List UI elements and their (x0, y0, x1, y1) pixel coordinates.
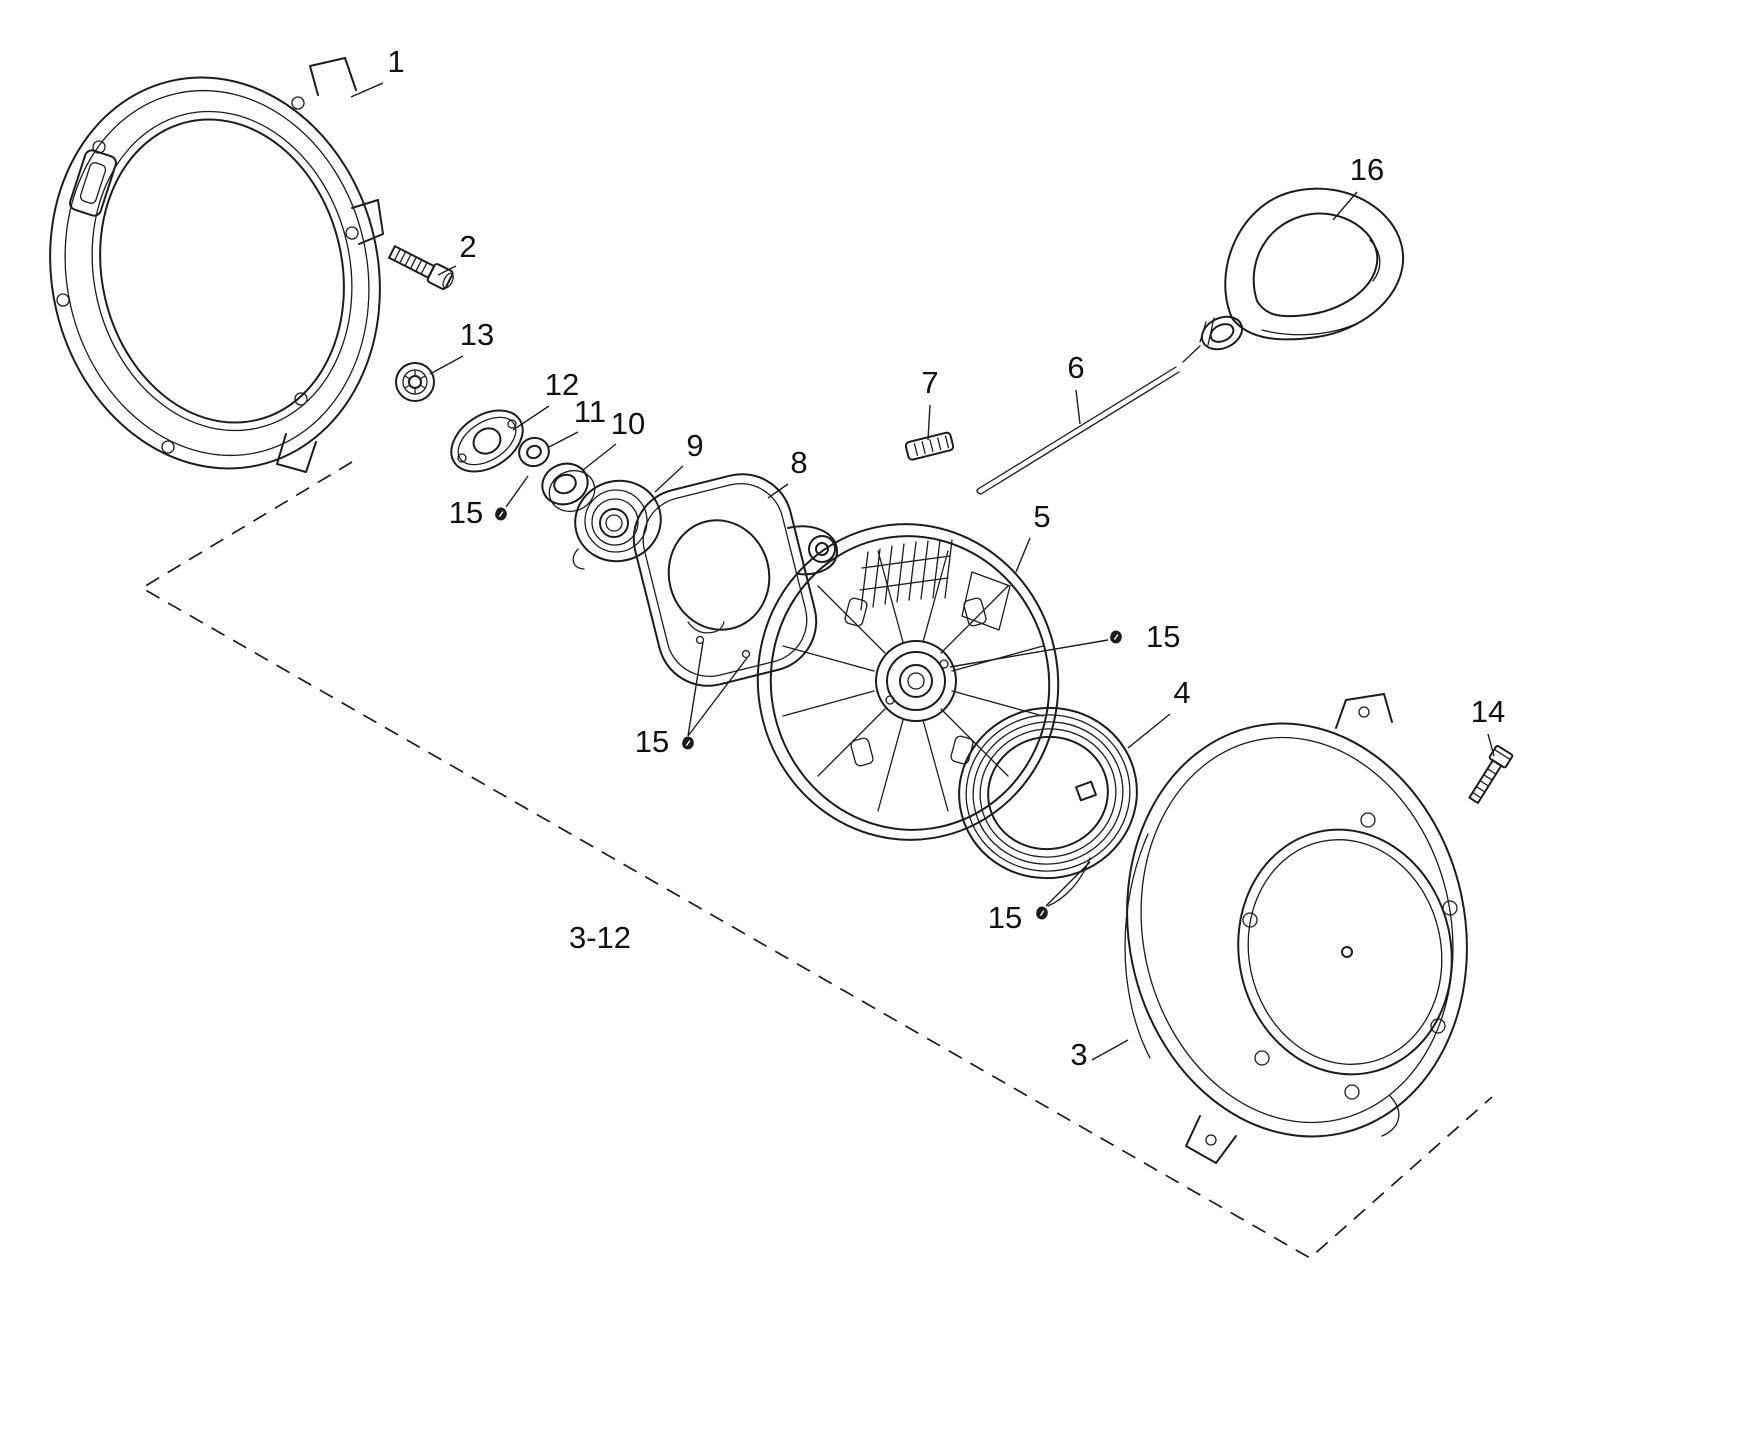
callout-label-5: 5 (1033, 499, 1050, 534)
callout-label-15-c: 15 (1146, 619, 1180, 654)
housing-center-mark (1341, 946, 1353, 958)
sheave-spokes (782, 550, 1044, 812)
callout-label-16: 16 (1350, 152, 1384, 187)
ring-right-tab (351, 199, 384, 245)
part-3-starter-housing (1124, 693, 1468, 1164)
bolt-socket (442, 272, 454, 289)
ring-top-tab (309, 57, 357, 96)
callout-label-13: 13 (460, 317, 494, 352)
callout-label-15-d: 15 (988, 900, 1022, 935)
callout-label-2: 2 (459, 229, 476, 264)
part-5-rope-sheave (756, 523, 1060, 841)
callout-label-15-b: 15 (635, 724, 669, 759)
spring-hook-tab (1075, 780, 1097, 802)
part-7-rope-guide (904, 431, 955, 461)
clip-b-leader-1 (687, 641, 704, 737)
callout-label-8: 8 (790, 445, 807, 480)
callout-part-2: 2 (437, 229, 477, 276)
ring-bottom-tab (276, 433, 317, 473)
part-2-cap-screw (388, 245, 454, 290)
ring-left-bracket (69, 149, 117, 217)
retaining-clip-15-a (494, 506, 508, 522)
ring-screw-holes (56, 96, 359, 454)
callout-part-6: 6 (1067, 350, 1085, 425)
pawl-detail (687, 621, 725, 634)
callout-label-1: 1 (387, 44, 404, 79)
part-10-bushing (541, 462, 596, 513)
bolt-shaft (1468, 759, 1503, 804)
part-14-flange-bolt (1468, 745, 1514, 804)
callout-label-4: 4 (1173, 675, 1190, 710)
callout-label-7: 7 (921, 365, 938, 400)
callout-part-16: 16 (1332, 152, 1384, 221)
retaining-clip-15-b (681, 735, 695, 751)
callout-label-14: 14 (1471, 694, 1505, 729)
retaining-clip-15-c (1109, 629, 1123, 645)
callout-part-11: 11 (548, 394, 606, 448)
subassembly-boundary-dashed-line (140, 461, 1493, 1260)
callout-label-9: 9 (686, 428, 703, 463)
bolt-shaft (388, 245, 436, 279)
housing-top-tab (1335, 693, 1393, 729)
part-1-mounting-ring (49, 57, 384, 473)
sheave-grate (859, 539, 953, 611)
bolt-threads (393, 248, 428, 275)
part-4-recoil-spring (958, 706, 1138, 907)
callout-part-1: 1 (350, 44, 405, 98)
clip-c-leader (949, 639, 1109, 668)
callout-label-3: 3 (1070, 1037, 1087, 1072)
callout-label-group-range: 3-12 (569, 920, 631, 955)
callout-label-15-a: 15 (449, 495, 483, 530)
callout-part-13: 13 (429, 317, 494, 375)
part-9-rewind-spring (572, 479, 662, 570)
part-13-retainer (395, 362, 435, 402)
callout-label-6: 6 (1067, 350, 1084, 385)
sheave-hub (875, 640, 957, 722)
spring-clip-leader (1047, 857, 1091, 907)
housing-bolt-holes (1242, 812, 1458, 1100)
callout-part-4: 4 (1127, 675, 1191, 749)
clip-a-leader (505, 475, 529, 508)
part-16-starter-handle (1182, 187, 1405, 363)
callout-label-10: 10 (611, 406, 645, 441)
callout-part-9: 9 (654, 428, 704, 493)
part-12-cam-plate (450, 409, 524, 473)
housing-bottom-tab (1185, 1115, 1237, 1164)
callout-part-8: 8 (767, 445, 808, 499)
part-6-starter-rope (976, 366, 1180, 495)
bolt-threads (1471, 768, 1497, 799)
spring-tail (572, 548, 585, 570)
part-11-washer (518, 436, 550, 468)
callout-part-5: 5 (1015, 499, 1051, 573)
callout-part-3: 3 (1070, 1037, 1129, 1072)
callout-part-14: 14 (1471, 694, 1505, 757)
callout-label-11: 11 (574, 394, 606, 429)
clip-d-leader (1045, 861, 1091, 907)
callout-part-7: 7 (921, 365, 939, 441)
pawl-arm-boss (808, 535, 836, 563)
clip-b-leader-2 (687, 657, 748, 737)
retainer-serrations (404, 369, 426, 395)
housing-rim-edge (1124, 833, 1151, 1059)
callout-part-10: 10 (582, 406, 645, 471)
handle-rope-anchor (1182, 315, 1244, 363)
callout-label-12: 12 (545, 367, 579, 402)
bolt-head (426, 263, 454, 290)
callout-part-12: 12 (512, 367, 579, 431)
retaining-clip-15-d (1035, 905, 1049, 921)
part-8-pawl-housing (632, 473, 839, 687)
